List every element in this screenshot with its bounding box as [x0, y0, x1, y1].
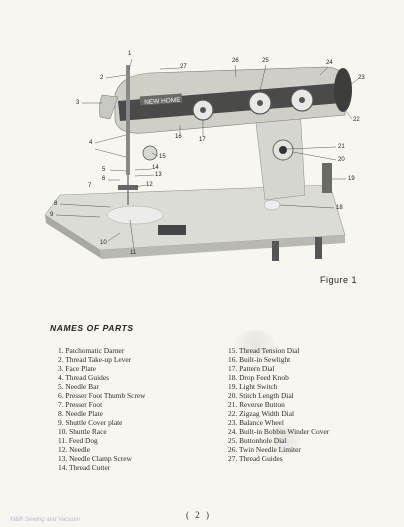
list-item: 8. Needle Plate — [58, 409, 103, 418]
list-item: 1. Patchomatic Darner — [58, 346, 125, 355]
list-item: 12. Needle — [58, 445, 91, 454]
list-item: 22. Zigzag Width Dial — [228, 409, 295, 418]
callout-label: 10 — [100, 240, 107, 246]
parts-section-title: NAMES OF PARTS — [50, 323, 134, 333]
list-item: 5. Needle Bar — [58, 382, 99, 391]
sewing-machine-illustration: NEW HOME — [44, 58, 359, 261]
list-item: 3. Face Plate — [58, 364, 96, 373]
callout-label: 2 — [100, 75, 104, 81]
list-item: 27. Thread Guides — [228, 454, 283, 463]
callout-label: 9 — [50, 212, 54, 218]
list-item: 25. Buttonhole Dial — [228, 436, 287, 445]
list-item: 20. Stitch Length Dial — [228, 391, 294, 400]
callout-label: 24 — [326, 60, 333, 66]
thread-tension-dial — [142, 145, 158, 161]
list-item: 6. Presser Foot Thumb Screw — [58, 391, 146, 400]
callout-label: 12 — [146, 182, 153, 188]
callout-label: 27 — [180, 64, 187, 70]
list-item: 4. Thread Guides — [58, 373, 109, 382]
callout-label: 18 — [336, 205, 343, 211]
watermark-text: M&R Sewing and Vacuum — [10, 517, 80, 523]
list-item: 26. Twin Needle Limiter — [228, 445, 301, 454]
machine-badge — [158, 225, 186, 235]
list-item: 7. Presser Foot — [58, 400, 103, 409]
presser-foot — [118, 185, 138, 190]
callout-label: 5 — [102, 167, 106, 173]
needle-bar-column — [126, 65, 130, 175]
paper-smudge — [270, 425, 300, 455]
callout-label: 3 — [76, 100, 80, 106]
figure-caption: Figure 1 — [320, 275, 358, 285]
callout-label: 4 — [89, 140, 93, 146]
callout-label: 8 — [54, 201, 58, 207]
light-switch-housing — [322, 163, 332, 193]
list-item: 10. Shuttle Race — [58, 427, 107, 436]
list-item: 21. Reverse Button — [228, 400, 285, 409]
callout-label: 23 — [358, 75, 365, 81]
arm-stripe — [118, 83, 342, 121]
callout-label: 21 — [338, 144, 345, 150]
list-item: 18. Drop Feed Knob — [228, 373, 289, 382]
callout-label: 19 — [348, 176, 355, 182]
bed-leg — [315, 237, 322, 259]
paper-smudge — [235, 330, 275, 358]
callout-label: 26 — [232, 58, 239, 64]
list-item: 13. Needle Clamp Screw — [58, 454, 132, 463]
bed-leg — [272, 241, 279, 261]
callout-label: 1 — [128, 51, 132, 57]
brand-text: NEW HOME — [144, 97, 182, 107]
list-item: 9. Shuttle Cover plate — [58, 418, 123, 427]
list-item: 16. Built-in Sewlight — [228, 355, 291, 364]
brand-plate — [139, 93, 183, 106]
callout-label: 7 — [88, 183, 92, 189]
list-item: 19. Light Switch — [228, 382, 278, 391]
callout-label: 25 — [262, 58, 269, 64]
callout-label: 16 — [175, 134, 182, 140]
sewing-machine-figure: NEW HOME — [40, 45, 380, 270]
bed-front-edge — [100, 235, 345, 259]
list-item: 17. Pattern Dial — [228, 364, 275, 373]
callout-lines — [55, 58, 359, 250]
callout-label: 20 — [338, 157, 345, 163]
drop-feed-knob — [263, 199, 281, 211]
needle-plate — [106, 205, 164, 225]
face-plate — [99, 94, 119, 120]
page-number: ( 2 ) — [186, 510, 211, 520]
parts-list-left: 1. Patchomatic Darner 2. Thread Take-up … — [58, 346, 146, 472]
callout-label: 15 — [159, 154, 166, 160]
callout-label: 6 — [102, 176, 106, 182]
list-item: 15. Thread Tension Dial — [228, 346, 300, 355]
callout-label: 14 — [152, 165, 159, 171]
callout-label: 22 — [353, 117, 360, 123]
callout-label: 13 — [155, 172, 162, 178]
list-item: 14. Thread Cutter — [58, 463, 111, 472]
bed-side-edge — [45, 215, 102, 259]
reverse-button — [279, 146, 287, 154]
callout-label: 11 — [130, 250, 137, 256]
list-item: 11. Feed Dog — [58, 436, 98, 445]
list-item: 23. Balance Wheel — [228, 418, 284, 427]
list-item: 24. Built-in Bobbin Winder Cover — [228, 427, 330, 436]
balance-wheel — [334, 68, 352, 112]
list-item: 2. Thread Take-up Lever — [58, 355, 132, 364]
parts-list-right: 15. Thread Tension Dial 16. Built-in Sew… — [228, 346, 329, 463]
callout-label: 17 — [199, 137, 206, 143]
